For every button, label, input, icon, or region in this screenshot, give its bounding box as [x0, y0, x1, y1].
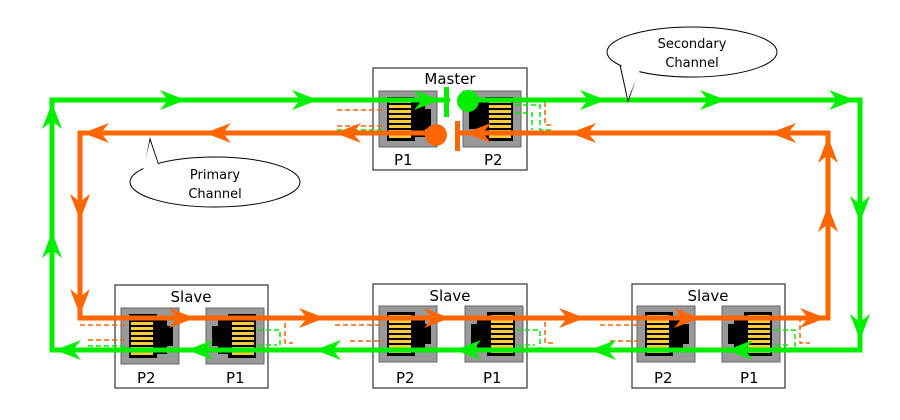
secondary-blocked-bar: [444, 87, 449, 117]
slave-right-port-p1: [721, 305, 781, 363]
master-device: Master P1 P2: [372, 67, 528, 171]
primary-channel-line: [77, 130, 831, 321]
slave-middle-device: Slave P2 P1: [372, 283, 528, 389]
slave-right-device: Slave P2 P1: [631, 283, 786, 389]
slave-right-title: Slave: [688, 287, 729, 305]
master-port-p2-label: P2: [484, 151, 503, 169]
slave-right-port-p2-label: P2: [654, 369, 673, 387]
master-port-p1-label: P1: [394, 151, 413, 169]
secondary-blocked-endpoint: [457, 90, 479, 112]
slave-left-title: Slave: [171, 288, 212, 306]
master-title: Master: [424, 70, 476, 88]
slave-middle-title: Slave: [430, 287, 471, 305]
primary-callout-line1: Primary: [190, 168, 241, 183]
primary-channel-callout: Primary Channel: [129, 137, 301, 208]
slave-middle-port-p2-label: P2: [396, 369, 415, 387]
primary-blocked-bar: [455, 121, 460, 151]
secondary-callout-line1: Secondary: [658, 37, 727, 52]
secondary-channel: [42, 87, 870, 360]
primary-callout-line2: Channel: [188, 187, 241, 202]
slave-right-port-p1-label: P1: [740, 369, 759, 387]
slave-middle-port-p1-label: P1: [483, 369, 502, 387]
primary-blocked-endpoint: [425, 124, 447, 146]
slave-middle-port-p2: [378, 305, 438, 363]
slave-left-port-p2-label: P2: [137, 369, 156, 387]
primary-channel: [70, 121, 838, 328]
secondary-channel-callout: Secondary Channel: [606, 26, 778, 103]
slave-left-port-p1-label: P1: [226, 369, 245, 387]
slave-left-device: Slave P2 P1: [114, 284, 269, 389]
secondary-callout-line2: Channel: [665, 56, 718, 71]
